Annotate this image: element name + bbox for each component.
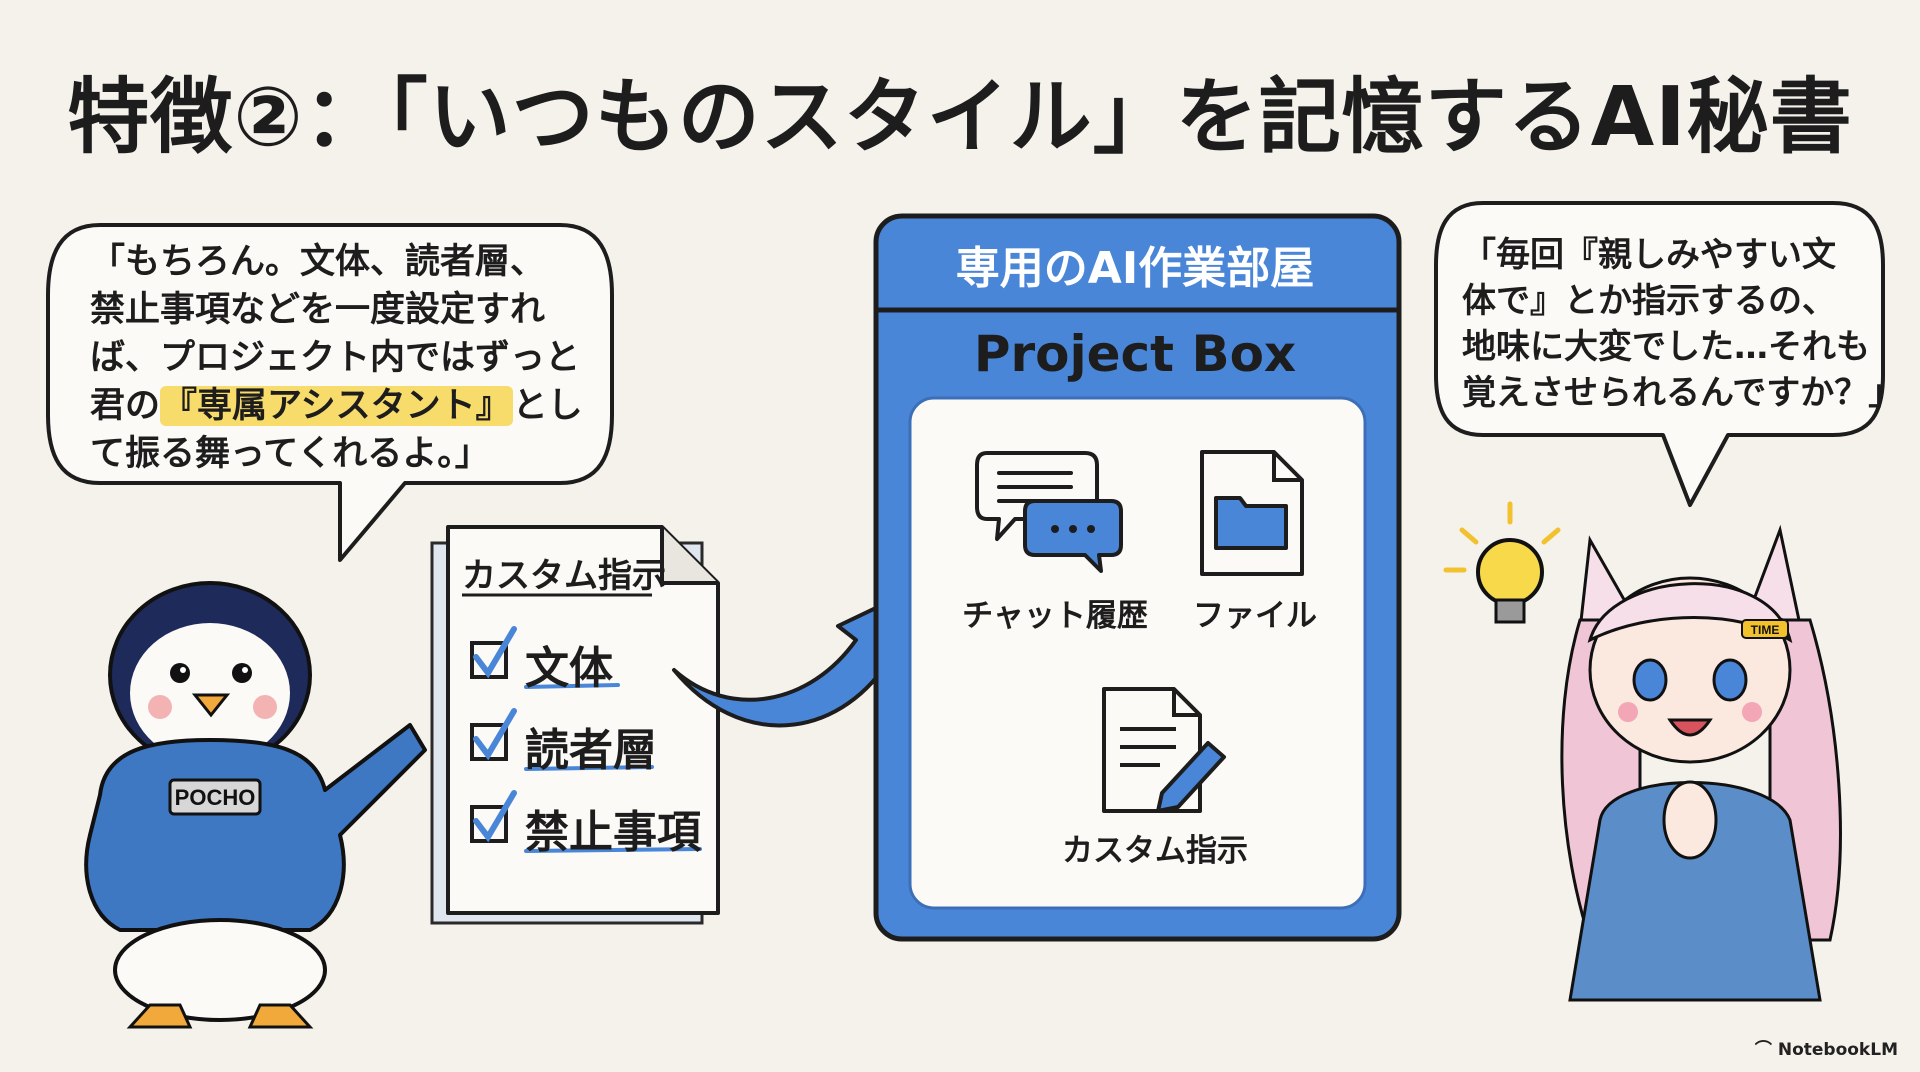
left-bubble-line: て振る舞ってくれるよ。」	[90, 434, 490, 474]
custom-instructions-document	[430, 525, 720, 925]
checklist-item: 禁止事項	[525, 807, 701, 858]
project-name: Project Box	[973, 325, 1297, 383]
chat-icon	[975, 451, 1123, 573]
project-header: 専用のAI作業部屋	[955, 243, 1315, 294]
name-badge	[168, 778, 262, 816]
footer-text: NotebookLM	[1777, 1040, 1898, 1060]
left-bubble-line: 「もちろん。文体、読者層、	[90, 242, 546, 282]
custom-doc-title: カスタム指示	[462, 556, 666, 596]
highlighted-phrase: 『専属アシスタント』	[160, 386, 513, 426]
left-bubble-text: 「もちろん。文体、読者層、 禁止事項などを一度設定すれ ば、プロジェクト内ではず…	[90, 238, 583, 478]
right-bubble-line: 地味に大変でした…それも	[1462, 327, 1870, 367]
checkbox-icon	[470, 708, 517, 761]
badge-text: POCHO	[175, 785, 256, 810]
hairclip-text: TIME	[1751, 623, 1780, 637]
right-bubble-line: 覚えさせられるんですか？」	[1462, 373, 1903, 413]
right-speech-bubble	[1434, 201, 1885, 507]
right-bubble-text: 「毎回『親しみやすい文 体で』とか指示するの、 地味に大変でした…それも 覚えさ…	[1462, 232, 1902, 416]
notebooklm-logo-icon: ⌒	[1754, 1040, 1772, 1060]
document-pencil-icon	[1102, 687, 1226, 813]
footer-brand: ⌒ NotebookLM	[1755, 1035, 1898, 1060]
left-bubble-line: ば、プロジェクト内ではずっと	[90, 338, 581, 378]
checklist-item: 文体	[525, 643, 613, 694]
page-title: 特徴②：「いつものスタイル」を記憶するAI秘書	[67, 70, 1853, 165]
item-label: ファイル	[1193, 598, 1317, 634]
right-bubble-line: 体で』とか指示するの、	[1462, 281, 1836, 321]
penguin-mascot: POCHO	[84, 581, 427, 1029]
checklist-item: 読者層	[525, 725, 657, 776]
folder-file-icon	[1200, 450, 1304, 576]
hairclip	[1741, 619, 1789, 639]
item-label: チャット履歴	[962, 598, 1148, 634]
left-bubble-line: 君の『専属アシスタント』とし	[90, 386, 583, 426]
item-label: カスタム指示	[1062, 833, 1248, 869]
left-bubble-line: 禁止事項などを一度設定すれ	[90, 290, 546, 330]
lightbulb-icon	[1443, 501, 1561, 624]
checkbox-icon	[470, 790, 517, 843]
cat-girl-character: TIME	[1560, 524, 1842, 1002]
right-bubble-line: 「毎回『親しみやすい文	[1462, 235, 1836, 275]
checkbox-icon	[470, 626, 517, 679]
